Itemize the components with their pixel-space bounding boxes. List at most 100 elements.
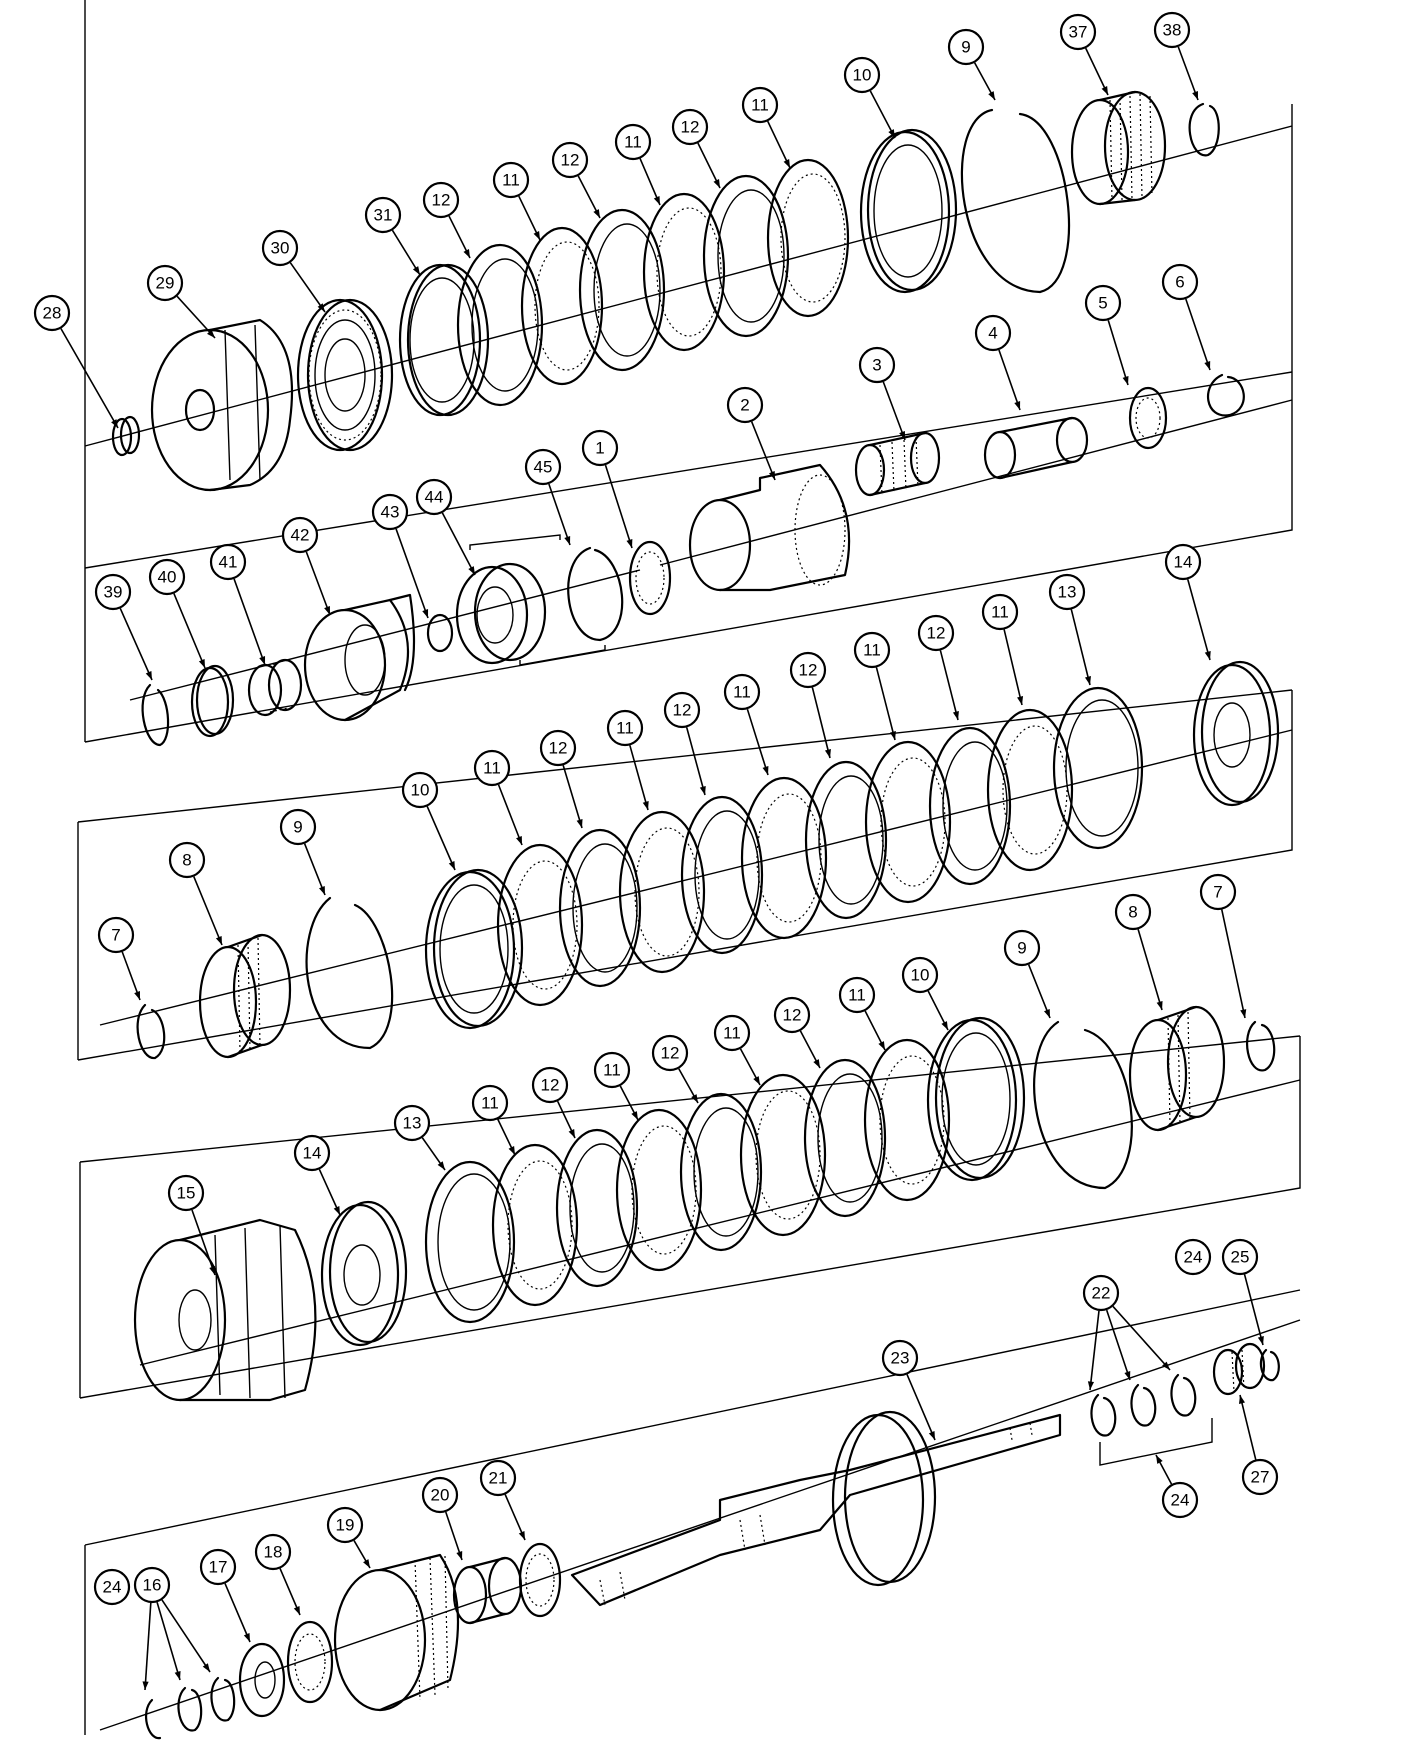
callout-23: 23 [881,1339,936,1441]
leader-arrowhead [412,266,420,275]
callout-number: 12 [549,739,568,758]
leader-line [811,687,831,759]
leader-line [1070,609,1091,686]
part-28-bushing [111,415,141,457]
leader-arrowhead [1122,376,1129,385]
leader-arrowhead [333,1206,340,1215]
callout-number: 31 [374,206,393,225]
leader-arrowhead [1240,1009,1247,1018]
callout-20: 20 [421,1476,463,1561]
leader-line [391,229,421,276]
leader-arrowhead [422,609,429,618]
part-17-washer [238,1642,286,1718]
callout-circle [1084,284,1122,322]
part-6-thrust-washer [1207,373,1245,417]
part-9-snap-ring-row4 [1033,1020,1133,1190]
callout-number: 11 [616,719,634,738]
part-2-planetary-carrier [688,463,851,592]
callout-circle [881,1339,919,1377]
leader-arrowhead [468,566,475,575]
part-20-needle-bearing [452,1556,523,1625]
callout-circle [401,771,439,809]
callout-circle [167,1174,205,1212]
callout-21: 21 [479,1459,526,1541]
callout-number: 2 [740,396,749,415]
callout-11: 11 [593,1051,639,1121]
callout-circle [531,1066,569,1104]
leader-line [685,727,706,796]
row-5-parts [144,1342,1280,1740]
callout-number: 5 [1098,294,1107,313]
callout-number: 10 [853,66,872,85]
callout-circle [726,386,764,424]
leader-line [1003,629,1023,706]
callout-circle [293,1134,331,1172]
leader-arrowhead [941,1021,948,1030]
callout-11: 11 [614,123,661,206]
leader-arrowhead [508,1146,515,1155]
row-3-clutch-stack [496,708,1074,1007]
callout-circle [473,749,511,787]
callout-number: 1 [595,439,604,458]
leader-arrowhead [1017,696,1024,705]
leader-arrowhead [952,711,959,720]
part-14-piston-row4 [320,1200,408,1347]
callout-16: 16 [133,1566,211,1691]
callout-circle [1153,11,1191,49]
callout-circle [33,294,71,332]
leader-line [548,483,571,546]
leader-line [233,578,266,666]
callout-circle [901,956,939,994]
callout-19: 19 [326,1506,371,1569]
callout-27: 27 [1239,1394,1279,1496]
leader-arrowhead [243,1633,250,1642]
row-2-parts [141,373,1245,747]
part-8-spring-pack-row3 [198,933,292,1059]
callout-number: 9 [1017,939,1026,958]
callout-number: 25 [1231,1248,1250,1267]
leader-line [289,262,326,313]
leader-line [121,951,141,1001]
callout-circle [199,1548,237,1586]
callout-number: 12 [681,118,700,137]
callout-4: 4 [974,314,1021,411]
callout-number: 41 [219,553,238,572]
callout-circle [168,841,206,879]
callout-number: 24 [1184,1248,1203,1267]
callout-circle [209,543,247,581]
callout-number: 12 [432,191,451,210]
callout-number: 17 [209,1558,228,1577]
part-8-spring-pack-row4 [1128,1005,1226,1132]
callout-number: 11 [481,1094,499,1113]
part-1-thrust-washer [628,540,672,616]
callout-2: 2 [726,386,776,481]
callout-28: 28 [33,294,119,429]
panel-outlines [77,0,1301,1735]
leader-arrowhead [319,886,325,895]
callout-number: 11 [863,641,881,660]
callout-11: 11 [741,86,791,169]
row-3-parts [136,660,1280,1060]
leader-arrowhead [1162,1361,1170,1370]
callout-circle [97,916,135,954]
callout-number: 23 [891,1349,910,1368]
leader-arrowhead [1204,651,1211,660]
callout-circle [415,478,453,516]
callout-number: 19 [336,1516,355,1535]
part-27-needle-bearing [1212,1342,1266,1396]
part-40-snap-ring [190,664,235,738]
part-10-backing-plate-row4 [926,1016,1026,1182]
callout-number: 3 [872,356,881,375]
leader-line [426,806,456,871]
leader-line [224,1583,251,1643]
callout-circle [371,493,409,531]
callout-number: 27 [1251,1468,1270,1487]
part-10-backing-plate-row3 [424,868,524,1030]
callout-15: 15 [167,1174,216,1276]
callout-9: 9 [947,28,996,101]
callout-circle [974,314,1012,352]
leader-arrowhead [1156,1001,1163,1010]
callout-number: 24 [103,1578,122,1597]
callout-14: 14 [293,1134,341,1216]
